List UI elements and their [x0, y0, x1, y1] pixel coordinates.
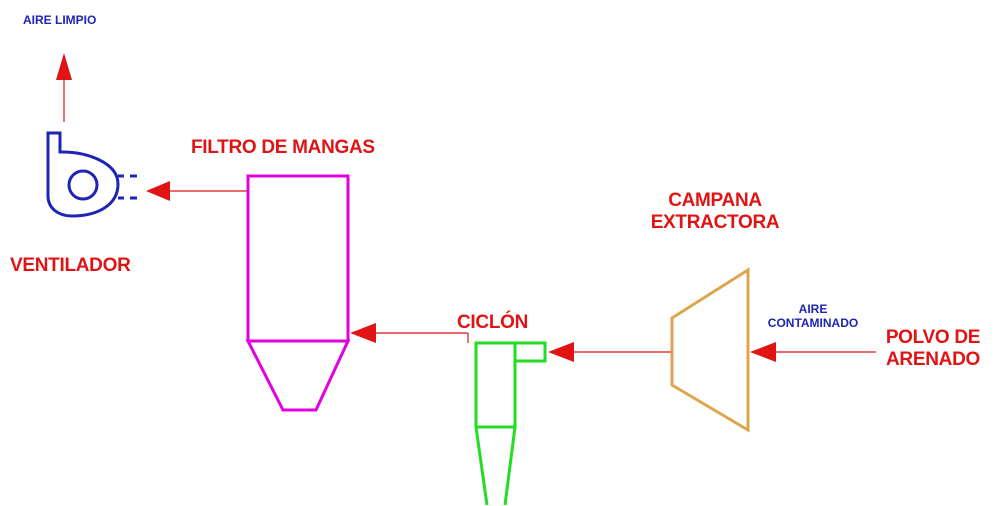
arrow-contaminated-air-in — [750, 342, 876, 362]
arrow-cyclone-to-filter — [350, 323, 468, 343]
bag-filter-label: FILTRO DE MANGAS — [191, 137, 375, 158]
hood-label-line2: EXTRACTORA — [650, 211, 780, 233]
cyclone-separator-icon — [474, 341, 547, 506]
arrow-hood-to-cyclone — [548, 342, 672, 362]
clean-air-outlet-arrow — [56, 53, 72, 122]
extraction-hood-icon — [670, 267, 750, 433]
contaminated-air-label: AIRE CONTAMINADO — [754, 302, 872, 331]
hood-label: CAMPANA EXTRACTORA — [630, 190, 800, 234]
contaminated-air-label-line2: CONTAMINADO — [767, 315, 859, 330]
centrifugal-fan-icon — [46, 131, 137, 218]
fan-label: VENTILADOR — [10, 255, 131, 276]
bag-filter-icon — [245, 174, 351, 412]
sandblast-dust-label: POLVO DE ARENADO — [874, 327, 992, 371]
sandblast-dust-label-line1: POLVO DE — [885, 327, 981, 348]
cyclone-label: CICLÓN — [457, 312, 529, 333]
sandblast-dust-label-line2: ARENADO — [886, 348, 980, 370]
arrow-filter-to-fan — [146, 181, 248, 201]
hood-label-line1: CAMPANA — [668, 190, 762, 211]
contaminated-air-label-line1: AIRE — [798, 302, 828, 316]
clean-air-label: AIRE LIMPIO — [23, 13, 97, 27]
